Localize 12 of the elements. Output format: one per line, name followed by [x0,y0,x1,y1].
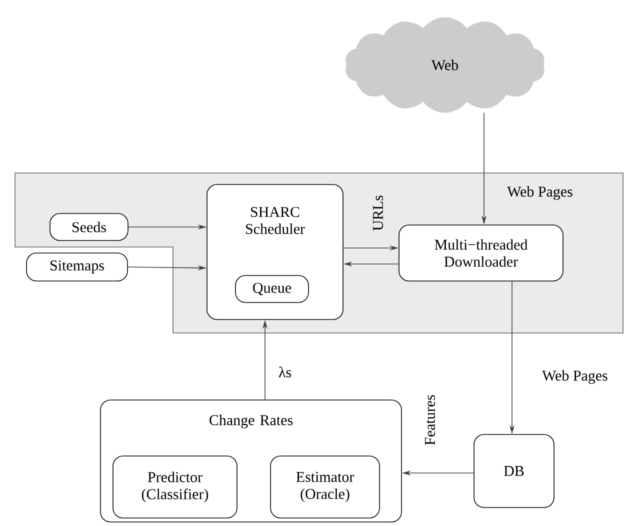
downloader-box: Multi−threaded Downloader [398,224,564,282]
edge-label: Web Pages [542,370,608,384]
db-box: DB [474,434,554,508]
estimator-box: Estimator (Oracle) [270,456,380,518]
input-pill: Seeds [50,213,128,241]
edge-label: λs [278,366,291,378]
edge-label: URLs [373,196,383,231]
predictor-box: Predictor (Classifier) [112,456,238,518]
input-pill: Sitemaps [26,252,128,282]
queue-pill: Queue [235,275,309,303]
edge-label: Features [425,395,435,445]
edge-label: Web Pages [507,186,572,200]
